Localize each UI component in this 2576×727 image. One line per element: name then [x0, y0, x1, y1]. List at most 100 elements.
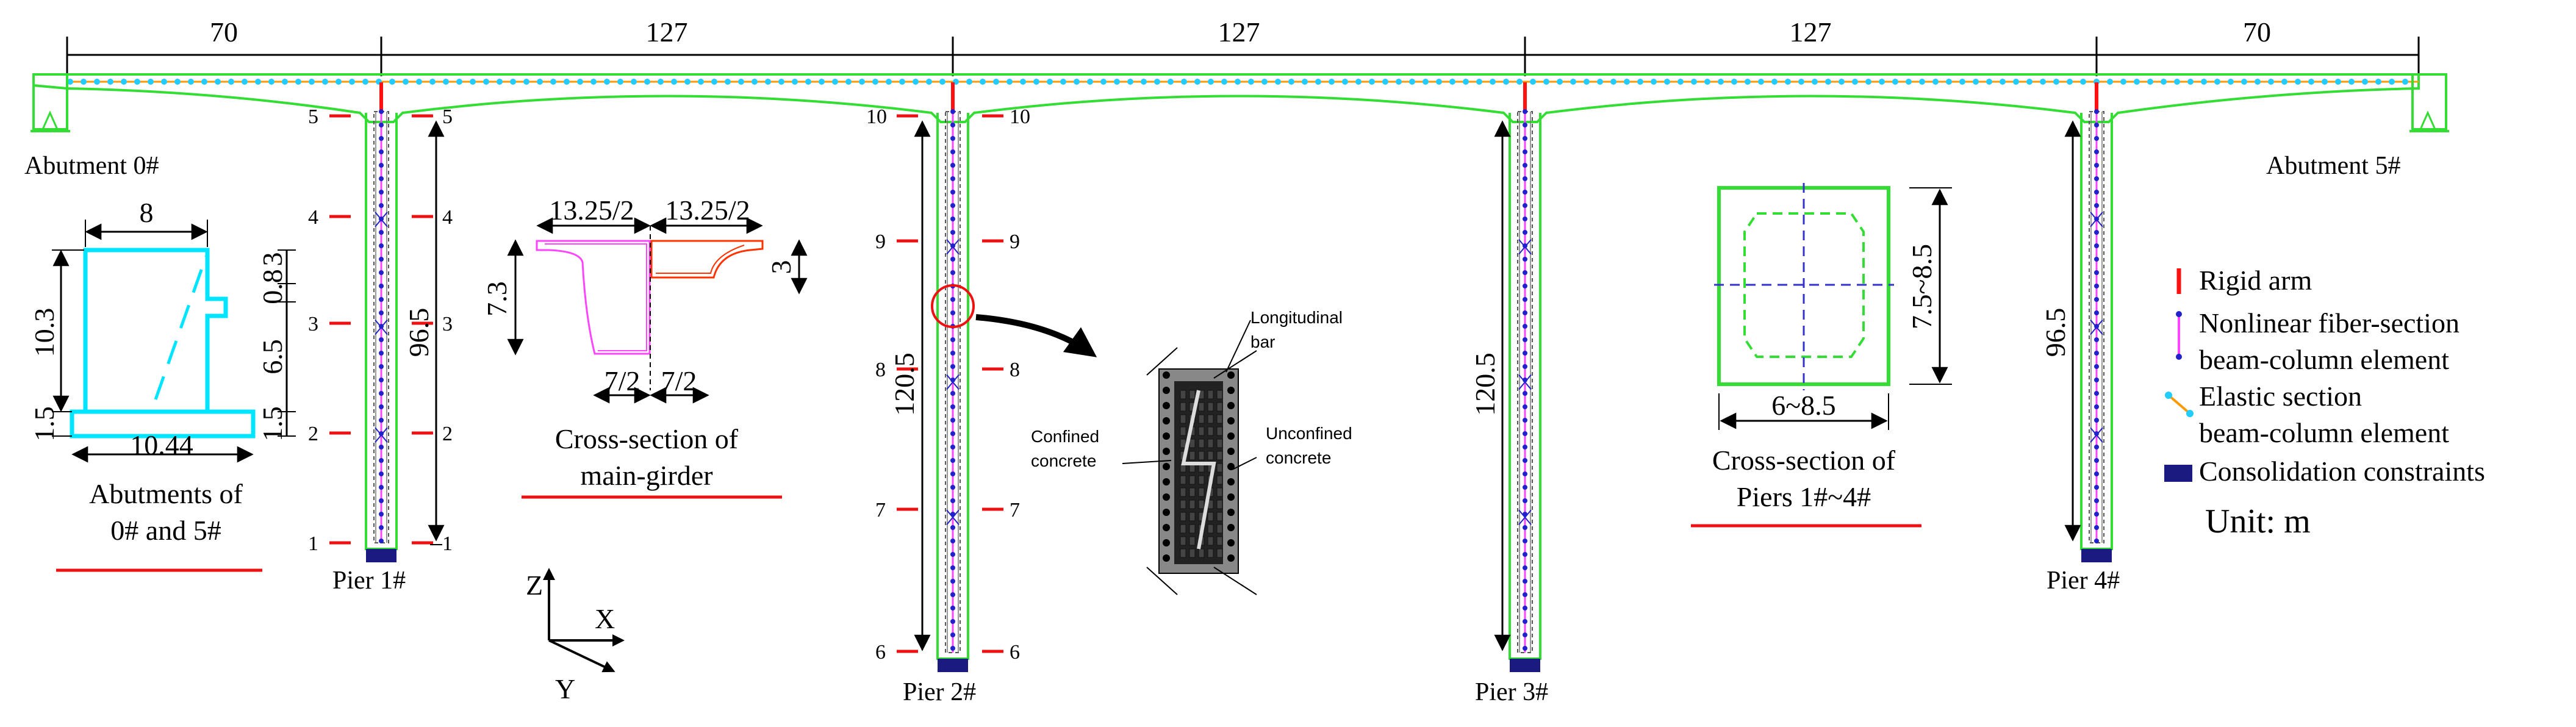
girder-node [2026, 79, 2032, 85]
fiber-node [379, 284, 384, 288]
fiber-node [2094, 337, 2099, 342]
girder-node [1610, 79, 1616, 85]
girder-node [94, 79, 100, 85]
axis-x-label: X [595, 603, 615, 634]
pier-1-node-2-right: 2 [442, 423, 453, 445]
pier-3-height: 120.5 [1469, 353, 1501, 416]
fiber-node [379, 149, 384, 154]
girder-node [939, 79, 945, 85]
girder-node [107, 79, 113, 85]
girder-node [1959, 79, 1965, 85]
girder-node [1221, 79, 1227, 85]
fiber-node [2094, 190, 2099, 195]
fiber-node [1523, 539, 1527, 543]
fiber-node [379, 351, 384, 356]
fiber-node [1523, 297, 1527, 302]
fiber-node [379, 471, 384, 476]
coordinate-axes: Z X Y [526, 568, 625, 704]
pier-1-node-5-right: 5 [442, 106, 453, 128]
girder-node [1986, 79, 1992, 85]
girder-node [416, 79, 422, 85]
girder-node [886, 79, 892, 85]
fiber-node [950, 149, 955, 154]
fiber-node [950, 136, 955, 141]
fiber-node [950, 552, 955, 557]
fiber-node [950, 351, 955, 356]
girder-node [980, 79, 986, 85]
piers: Pier 1# Pier 2# Pier 3# Pier 4# [332, 82, 2120, 706]
girder-node [1261, 79, 1268, 85]
pier-2-node-8-right: 8 [1010, 359, 1020, 381]
axis-y-label: Y [555, 673, 575, 704]
fiber-node [2094, 498, 2099, 503]
fiber-node [950, 190, 955, 195]
fiber-node [950, 109, 955, 114]
fiber-node [1523, 364, 1527, 369]
pier-2-height: 120.5 [889, 353, 920, 416]
girder-node [1315, 79, 1321, 85]
axis-z-label: Z [526, 570, 543, 601]
girder-node [1570, 79, 1576, 85]
fiber-node [2094, 310, 2099, 315]
girder-node [403, 79, 409, 85]
fiber-node [379, 498, 384, 503]
legend-consolidation: Consolidation constraints [2199, 456, 2485, 487]
girder-node [2174, 79, 2180, 85]
fiber-node [950, 525, 955, 530]
girder-node [1664, 79, 1670, 85]
girder-node [2281, 79, 2287, 85]
fiber-node [1523, 123, 1527, 127]
girder-node [1718, 79, 1724, 85]
girder-node [215, 79, 221, 85]
elastic-element-icon [2165, 392, 2194, 417]
fiber-node [2094, 257, 2099, 262]
girder-node [242, 79, 248, 85]
girder-node [1302, 79, 1308, 85]
fiber-node [1523, 149, 1527, 154]
girder-node [2107, 79, 2113, 85]
abutment-caption-line2: 0# and 5# [110, 515, 221, 546]
girder-node [845, 79, 852, 85]
fiber-node [2094, 378, 2099, 382]
girder-node [1865, 79, 1871, 85]
girder-node [913, 79, 919, 85]
pier-1-node-markers: 5 5 4 4 3 3 2 2 1 1 [308, 106, 453, 555]
girder-node [1839, 79, 1845, 85]
girder-node [564, 79, 570, 85]
girder-node [1020, 79, 1026, 85]
girder-node [1490, 79, 1496, 85]
girder-node [2241, 79, 2247, 85]
girder-node [2187, 79, 2194, 85]
girder-node [1543, 79, 1549, 85]
pier-1-label: Pier 1# [332, 567, 406, 595]
fiber-node [1523, 190, 1527, 195]
fiber-node [379, 337, 384, 342]
fiber-node [950, 257, 955, 262]
girder-node [2013, 79, 2019, 85]
fiber-node [379, 445, 384, 449]
girder-node [161, 79, 167, 85]
girder-node [2000, 79, 2006, 85]
pier-section-caption-line2: Piers 1#~4# [1737, 481, 1871, 512]
abutment-base-height: 1.5 [29, 406, 60, 442]
pier-2-node-markers: 10 10 9 9 8 8 7 7 6 6 [866, 106, 1030, 664]
detail-longitudinal-line1: Longitudinal [1250, 308, 1343, 327]
pier-4: Pier 4# [2047, 82, 2120, 595]
fiber-node [1523, 404, 1527, 409]
girder-node [322, 79, 328, 85]
fiber-node [1523, 136, 1527, 141]
abutment-base-width: 10.44 [130, 429, 193, 460]
girder-node [1235, 79, 1241, 85]
fiber-node [950, 418, 955, 423]
girder-node [859, 79, 865, 85]
girder-node [1516, 79, 1523, 85]
girder-node [1677, 79, 1684, 85]
fiber-node [950, 431, 955, 436]
girder-node [1329, 79, 1335, 85]
fiber-node [1523, 109, 1527, 114]
detail-unconfined-line2: concrete [1266, 448, 1331, 467]
legend-elastic-line2: beam-column element [2199, 417, 2449, 448]
girder-node [2161, 79, 2167, 85]
girder-node [1127, 79, 1133, 85]
abutment-dim-3: 3 [257, 252, 288, 267]
